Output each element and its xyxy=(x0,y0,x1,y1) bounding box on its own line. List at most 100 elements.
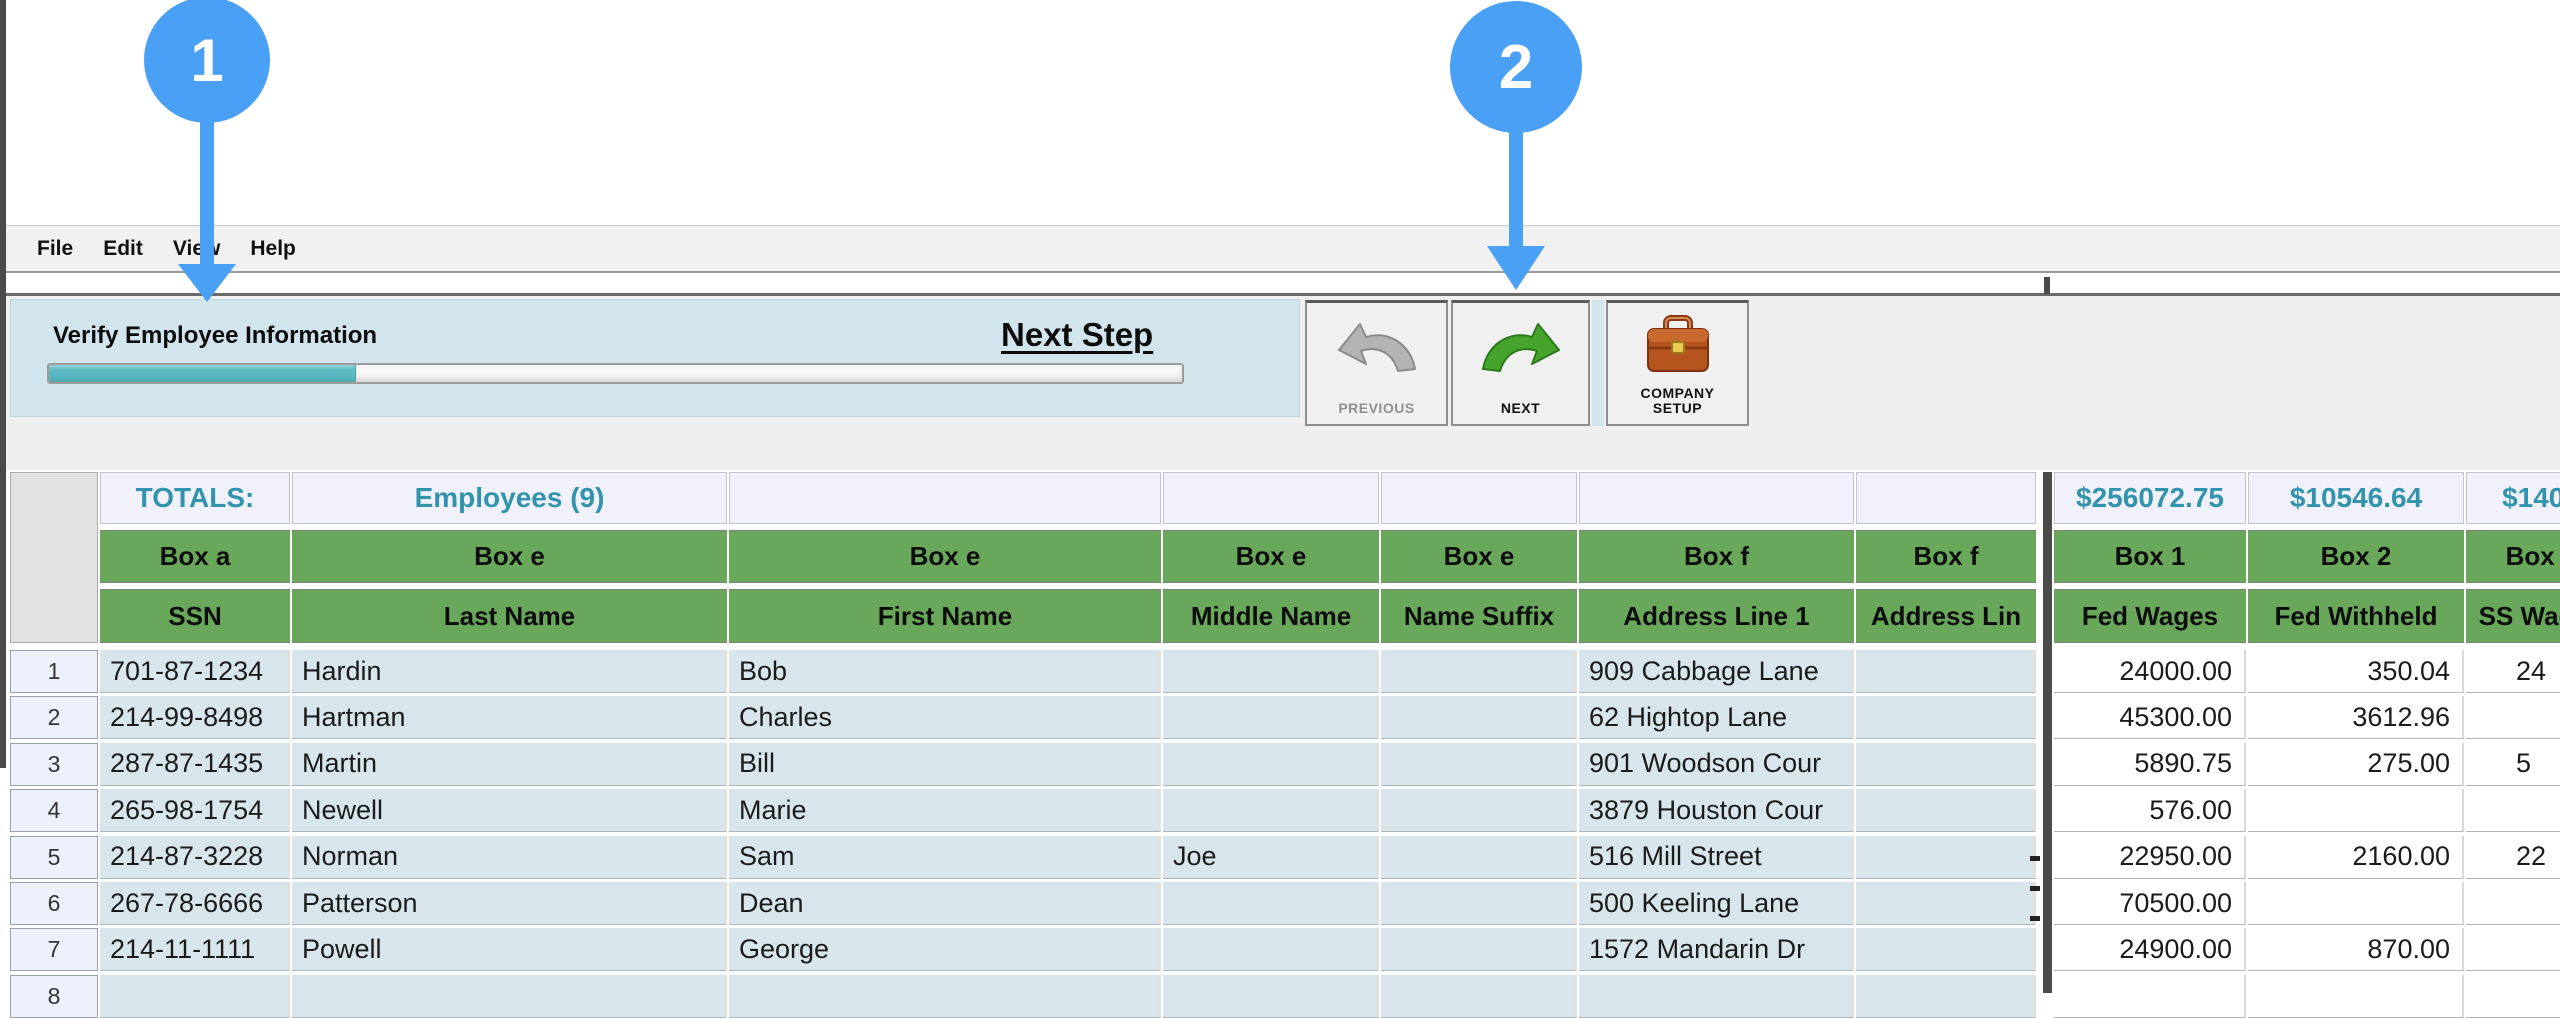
grid-cell-ssn[interactable]: 214-87-3228 xyxy=(100,835,290,879)
grid-cell-box1[interactable]: 5890.75 xyxy=(2054,742,2246,786)
grid-cell-suffix[interactable] xyxy=(1381,696,1577,740)
grid-cell-addr1[interactable] xyxy=(1579,974,1854,1018)
grid-cell-box2[interactable]: 350.04 xyxy=(2248,650,2464,693)
grid-cell-ssn[interactable] xyxy=(100,974,290,1018)
grid-cell-box1[interactable]: 22950.00 xyxy=(2054,835,2246,879)
grid-cell-last[interactable]: Patterson xyxy=(292,882,727,925)
grid-cell-box1[interactable]: 24900.00 xyxy=(2054,928,2246,972)
grid-cell-suffix[interactable] xyxy=(1381,974,1577,1018)
grid-cell-first[interactable]: Bill xyxy=(729,742,1161,786)
grid-cell-middle[interactable] xyxy=(1163,742,1379,786)
grid-cell-suffix[interactable] xyxy=(1381,742,1577,786)
grid-cell-first[interactable]: Sam xyxy=(729,835,1161,879)
grid-cell-last[interactable]: Powell xyxy=(292,928,727,972)
grid-cell-middle[interactable] xyxy=(1163,974,1379,1018)
grid-cell-box3[interactable]: 24 xyxy=(2466,650,2560,693)
grid-cell-addr2[interactable] xyxy=(1856,928,2036,972)
grid-cell-last[interactable]: Martin xyxy=(292,742,727,786)
grid-cell-addr1[interactable]: 500 Keeling Lane xyxy=(1579,882,1854,925)
grid-cell-box3[interactable]: 22 xyxy=(2466,835,2560,879)
grid-cell-box3[interactable] xyxy=(2466,928,2560,972)
grid-cell-box2[interactable]: 275.00 xyxy=(2248,742,2464,786)
grid-cell-ssn[interactable]: 701-87-1234 xyxy=(100,650,290,693)
grid-cell-first[interactable]: George xyxy=(729,928,1161,972)
grid-cell-middle[interactable] xyxy=(1163,650,1379,693)
grid-cell-ssn[interactable]: 214-11-1111 xyxy=(100,928,290,972)
menu-item-help[interactable]: Help xyxy=(250,236,296,260)
grid-cell-first[interactable] xyxy=(729,974,1161,1018)
column-box-header-first: Box e xyxy=(729,530,1161,583)
grid-cell-last[interactable]: Newell xyxy=(292,789,727,833)
grid-cell-suffix[interactable] xyxy=(1381,650,1577,693)
grid-cell-suffix[interactable] xyxy=(1381,928,1577,972)
grid-cell-box2[interactable]: 3612.96 xyxy=(2248,696,2464,740)
grid-cell-box2[interactable]: 870.00 xyxy=(2248,928,2464,972)
next-button[interactable]: NEXT xyxy=(1451,300,1590,426)
grid-cell-addr2[interactable] xyxy=(1856,650,2036,693)
grid-cell-middle[interactable] xyxy=(1163,789,1379,833)
grid-cell-addr2[interactable] xyxy=(1856,742,2036,786)
grid-cell-suffix[interactable] xyxy=(1381,835,1577,879)
grid-cell-box1[interactable]: 576.00 xyxy=(2054,789,2246,833)
grid-cell-addr2[interactable] xyxy=(1856,696,2036,740)
row-number-6[interactable]: 6 xyxy=(10,882,98,925)
grid-cell-last[interactable]: Hartman xyxy=(292,696,727,740)
grid-cell-box3[interactable] xyxy=(2466,789,2560,833)
grid-cell-addr1[interactable]: 901 Woodson Cour xyxy=(1579,742,1854,786)
row-number-2[interactable]: 2 xyxy=(10,696,98,740)
row-number-4[interactable]: 4 xyxy=(10,789,98,833)
grid-cell-middle[interactable] xyxy=(1163,928,1379,972)
totals-box1: $256072.75 xyxy=(2054,472,2246,524)
grid-cell-suffix[interactable] xyxy=(1381,789,1577,833)
menu-item-edit[interactable]: Edit xyxy=(103,236,143,260)
grid-cell-box1[interactable] xyxy=(2054,974,2246,1018)
grid-cell-first[interactable]: Dean xyxy=(729,882,1161,925)
grid-cell-first[interactable]: Marie xyxy=(729,789,1161,833)
menu-item-file[interactable]: File xyxy=(37,236,74,260)
row-number-1[interactable]: 1 xyxy=(10,650,98,693)
grid-cell-addr1[interactable]: 516 Mill Street xyxy=(1579,835,1854,879)
grid-cell-box3[interactable] xyxy=(2466,974,2560,1018)
grid-cell-box1[interactable]: 45300.00 xyxy=(2054,696,2246,740)
pane-splitter[interactable] xyxy=(2036,472,2052,993)
grid-cell-suffix[interactable] xyxy=(1381,882,1577,925)
grid-cell-first[interactable]: Bob xyxy=(729,650,1161,693)
grid-cell-middle[interactable] xyxy=(1163,696,1379,740)
grid-cell-box1[interactable]: 24000.00 xyxy=(2054,650,2246,693)
grid-cell-box3[interactable] xyxy=(2466,882,2560,925)
grid-cell-box2[interactable] xyxy=(2248,974,2464,1018)
grid-cell-middle[interactable]: Joe xyxy=(1163,835,1379,879)
row-number-3[interactable]: 3 xyxy=(10,742,98,786)
grid-cell-box2[interactable] xyxy=(2248,789,2464,833)
previous-button[interactable]: PREVIOUS xyxy=(1305,300,1448,426)
grid-cell-ssn[interactable]: 214-99-8498 xyxy=(100,696,290,740)
grid-cell-ssn[interactable]: 265-98-1754 xyxy=(100,789,290,833)
row-number-5[interactable]: 5 xyxy=(10,835,98,879)
grid-cell-first[interactable]: Charles xyxy=(729,696,1161,740)
grid-cell-last[interactable]: Norman xyxy=(292,835,727,879)
grid-cell-addr2[interactable] xyxy=(1856,835,2036,879)
totals-addr1 xyxy=(1579,472,1854,524)
grid-cell-box2[interactable]: 2160.00 xyxy=(2248,835,2464,879)
company-setup-button[interactable]: COMPANY SETUP xyxy=(1606,300,1749,426)
row-number-8[interactable]: 8 xyxy=(10,974,98,1018)
grid-cell-box3[interactable] xyxy=(2466,696,2560,740)
grid-cell-middle[interactable] xyxy=(1163,882,1379,925)
grid-cell-box2[interactable] xyxy=(2248,882,2464,925)
grid-cell-addr1[interactable]: 3879 Houston Cour xyxy=(1579,789,1854,833)
grid-cell-addr1[interactable]: 909 Cabbage Lane xyxy=(1579,650,1854,693)
grid-cell-ssn[interactable]: 287-87-1435 xyxy=(100,742,290,786)
grid-cell-addr1[interactable]: 62 Hightop Lane xyxy=(1579,696,1854,740)
company-setup-label-line1: COMPANY xyxy=(1640,385,1715,401)
row-number-7[interactable]: 7 xyxy=(10,928,98,972)
grid-cell-addr2[interactable] xyxy=(1856,882,2036,925)
grid-cell-ssn[interactable]: 267-78-6666 xyxy=(100,882,290,925)
grid-cell-box1[interactable]: 70500.00 xyxy=(2054,882,2246,925)
grid-cell-box3[interactable]: 5 xyxy=(2466,742,2560,786)
column-field-header-suffix: Name Suffix xyxy=(1381,589,1577,643)
grid-cell-addr2[interactable] xyxy=(1856,974,2036,1018)
grid-cell-last[interactable]: Hardin xyxy=(292,650,727,693)
grid-cell-last[interactable] xyxy=(292,974,727,1018)
grid-cell-addr2[interactable] xyxy=(1856,789,2036,833)
grid-cell-addr1[interactable]: 1572 Mandarin Dr xyxy=(1579,928,1854,972)
